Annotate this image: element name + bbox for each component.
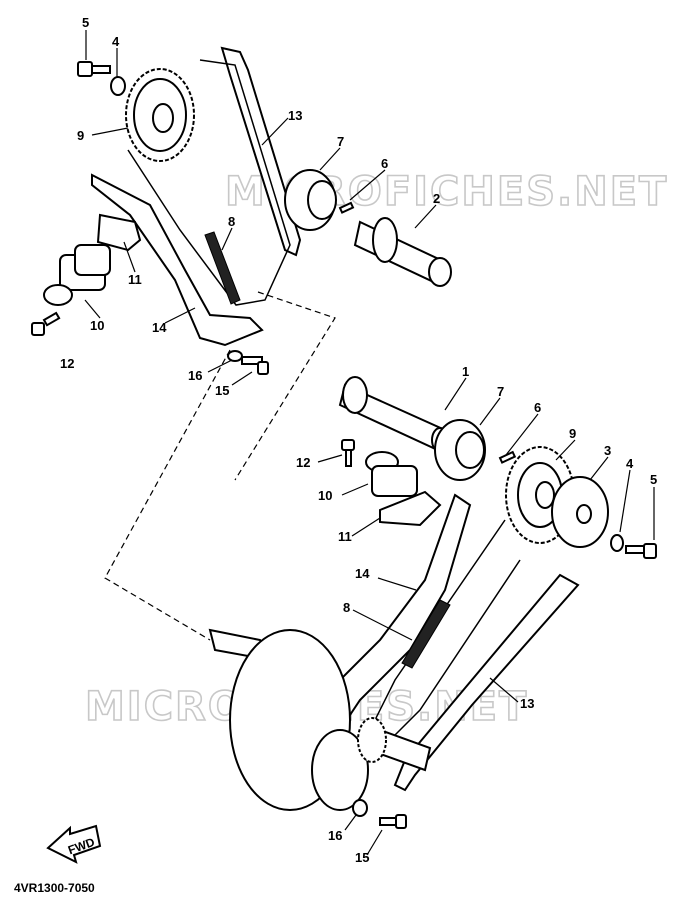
cam-chain-upper (127, 59, 291, 306)
callout-10-upper: 10 (90, 318, 104, 333)
bolt-12-upper (31, 311, 61, 336)
callout-9-upper: 9 (77, 128, 84, 143)
camshaft-1 (338, 376, 449, 454)
callout-9-lower: 9 (569, 426, 576, 441)
callout-2: 2 (433, 191, 440, 206)
pin-6-upper (338, 201, 355, 214)
callout-6-upper: 6 (381, 156, 388, 171)
callout-16-upper: 16 (188, 368, 202, 383)
gasket-11-upper (96, 213, 142, 252)
callout-4-upper: 4 (112, 34, 120, 49)
callout-12-upper: 12 (60, 356, 74, 371)
callout-3: 3 (604, 443, 611, 458)
tensioner-10-upper (43, 244, 111, 306)
callout-15-upper: 15 (215, 383, 229, 398)
fwd-arrow-icon: FWD (46, 824, 102, 864)
chain-links-8-upper (204, 231, 241, 305)
tensioner-10-lower (365, 451, 418, 497)
callout-7-lower: 7 (497, 384, 504, 399)
chain-links-8-lower (401, 599, 451, 669)
callout-5-lower: 5 (650, 472, 657, 487)
callout-6-lower: 6 (534, 400, 541, 415)
gasket-11-lower (379, 490, 442, 527)
camshaft-2 (353, 217, 452, 287)
callout-5-upper: 5 (82, 15, 89, 30)
bolt-5-lower (625, 543, 657, 559)
callout-14-upper: 14 (152, 320, 167, 335)
callout-1: 1 (462, 364, 469, 379)
leader-lines (84, 30, 655, 856)
plate-3 (551, 476, 609, 548)
bolt-5-upper (77, 61, 111, 77)
callout-13-upper: 13 (288, 108, 302, 123)
washer-4-lower (610, 534, 624, 552)
bolt-15-upper (241, 356, 269, 375)
bolt-12-lower (341, 439, 355, 467)
damper-7-upper (284, 169, 337, 231)
damper-7-lower (434, 419, 486, 481)
callout-11-upper: 11 (128, 272, 142, 287)
callout-12-lower: 12 (296, 455, 310, 470)
washer-16-upper (227, 350, 243, 362)
callout-8-lower: 8 (343, 600, 350, 615)
drawing-code: 4VR1300-7050 (14, 881, 95, 895)
cam-sprocket-9-upper (125, 68, 195, 162)
tensioner-guide-14-upper (91, 173, 264, 347)
crankshaft (208, 628, 432, 811)
callout-11-lower: 11 (338, 529, 352, 544)
callout-13-lower: 13 (520, 696, 534, 711)
chain-guide-13-lower (393, 573, 580, 792)
bolt-15-lower (379, 814, 407, 829)
reference-outline-right (234, 291, 336, 481)
callout-8-upper: 8 (228, 214, 235, 229)
callout-16-lower: 16 (328, 828, 342, 843)
reference-outline (104, 349, 231, 641)
callout-14-lower: 14 (355, 566, 370, 581)
washer-4-upper (110, 76, 126, 96)
callout-4-lower: 4 (626, 456, 634, 471)
callout-7-upper: 7 (337, 134, 344, 149)
callout-15-lower: 15 (355, 850, 369, 865)
washer-16-lower (352, 799, 368, 817)
callout-10-lower: 10 (318, 488, 332, 503)
